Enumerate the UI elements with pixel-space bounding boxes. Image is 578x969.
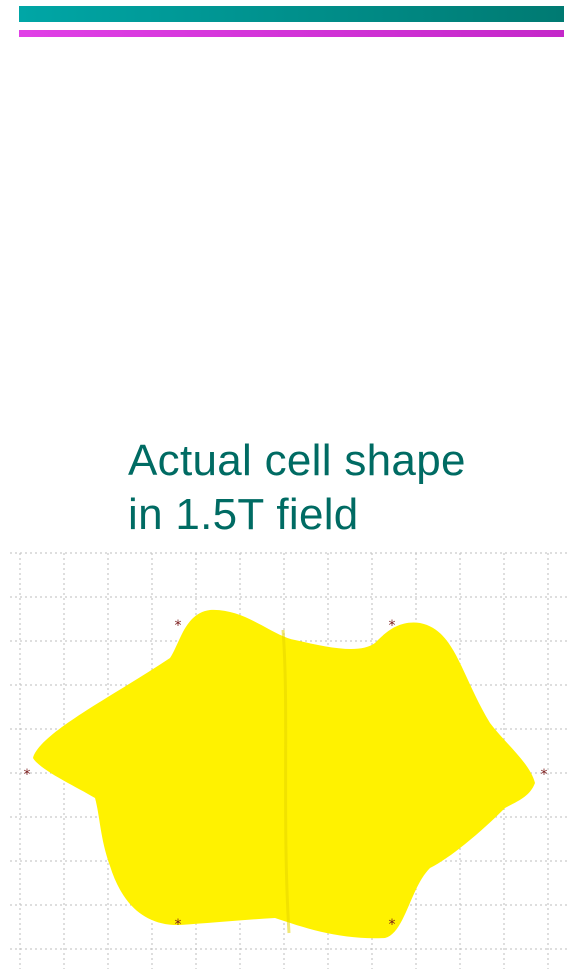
marker-point: *	[24, 767, 31, 783]
marker-point: *	[389, 917, 396, 933]
cell-shape	[33, 609, 535, 939]
marker-points: * * * * * *	[24, 618, 548, 933]
title-line-1: Actual cell shape	[128, 436, 466, 485]
slide-title: Actual cell shape in 1.5T field	[128, 434, 466, 542]
header-secondary-bar	[19, 30, 564, 37]
marker-point: *	[389, 618, 396, 634]
cell-shape-center-shading	[281, 629, 291, 934]
marker-point: *	[175, 917, 182, 933]
cell-shape-figure: * * * * * *	[10, 552, 570, 969]
title-line-2: in 1.5T field	[128, 490, 359, 539]
marker-point: *	[175, 618, 182, 634]
header-accent-bar	[19, 6, 564, 22]
marker-point: *	[541, 767, 548, 783]
